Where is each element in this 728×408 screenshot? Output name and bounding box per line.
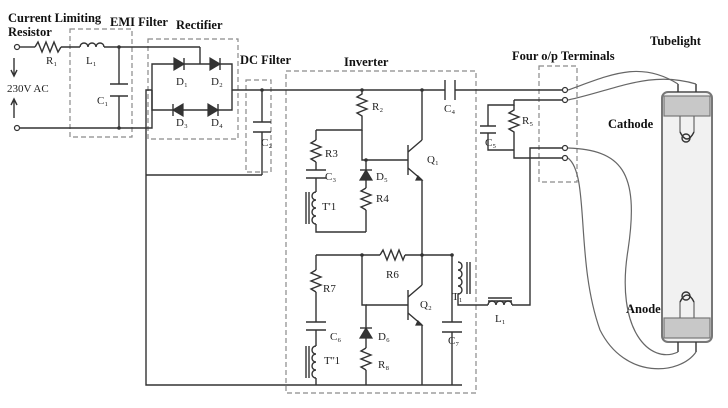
label-l1: L₁ [495,313,506,325]
label-emi-filter: EMI Filter [110,15,168,29]
capacitor-c7-icon [442,321,462,333]
label-r2: R₂ [372,101,383,113]
capacitor-c6-icon [306,321,326,331]
diode-d4-icon [207,102,220,118]
ac-terminal-bottom [13,124,21,132]
label-c5: C₅ [485,137,496,149]
rectifier-box [147,38,239,140]
diode-d3-icon [171,102,184,118]
anode-filament-icon [679,294,695,303]
lead-terminal-2 [567,78,697,101]
label-r3: R3 [325,148,338,160]
label-r6: R6 [386,269,399,281]
diode-d2-icon [209,56,222,72]
diode-d1-icon [173,56,186,72]
anode-cap [663,317,711,339]
label-r1: R₁ [46,55,57,67]
capacitor-c5-icon [480,125,496,134]
label-anode: Anode [626,302,661,316]
label-r7: R7 [323,283,336,295]
label-r5: R₅ [522,115,533,127]
label-current-limiting: Current Limiting [8,11,102,25]
transformer-t1p-icon [311,191,317,225]
label-rectifier: Rectifier [176,18,223,32]
output-terminal-3 [561,144,569,152]
label-d5: D₅ [376,171,388,183]
capacitor-c1-icon [110,83,128,97]
label-d2: D₂ [211,76,223,88]
label-c2: C₂ [261,137,272,149]
label-r4: R4 [376,193,389,205]
arrow-down-icon [10,97,18,118]
source-label: 230V AC [7,83,49,95]
label-inverter: Inverter [344,55,389,69]
resistor-r3-icon [309,139,323,163]
label-c7: C₇ [448,335,459,347]
label-d3: D₃ [176,117,188,129]
label-d6: D₆ [378,331,390,343]
inductor-l1-emi-icon [79,42,105,48]
capacitor-c3-icon [306,169,326,179]
label-c3: C₃ [325,171,336,183]
dc-filter-box [245,79,272,173]
resistor-r4-icon [359,187,373,211]
transformer-t1-icon [457,261,463,295]
lead-terminal-3 [567,147,679,356]
resistor-r8-icon [359,347,373,371]
resistor-r7-icon [309,269,323,293]
label-dc-filter: DC Filter [240,53,291,67]
transformer-t1pp-icon [311,345,317,379]
label-c1: C₁ [97,95,108,107]
label-four-op-terminals: Four o/p Terminals [512,49,615,63]
resistor-r6-icon [379,248,406,262]
resistor-r5-icon [507,105,521,150]
label-t1pp: T''1 [324,355,340,367]
label-d4: D₄ [211,117,223,129]
label-d1: D₁ [176,76,188,88]
output-terminal-4 [561,154,569,162]
label-tubelight: Tubelight [650,34,702,48]
label-resistor: Resistor [8,25,52,39]
capacitor-c4-icon [444,80,456,100]
tubelight [661,91,713,343]
capacitor-c2-icon [253,121,271,133]
diode-d6-icon [358,326,374,339]
emi-filter-box [69,28,133,138]
resistor-r1-icon [34,40,62,54]
cathode-cap [663,95,711,117]
label-t1p: T'1 [322,201,336,213]
output-terminal-2 [561,96,569,104]
label-q1: Q₁ [427,154,439,166]
ac-terminal-top [13,43,21,51]
lead-terminal-4 [567,157,697,370]
lead-terminal-1 [567,70,679,91]
label-c4: C₄ [444,103,455,115]
diode-d5-icon [358,168,374,181]
label-r8: R₈ [378,359,389,371]
output-terminals-box [538,65,578,183]
resistor-r2-icon [355,90,369,122]
label-l1-emi: L₁ [86,55,97,67]
label-q2: Q₂ [420,299,432,311]
cathode-filament-icon [679,131,695,140]
label-c6: C₆ [330,331,341,343]
output-terminal-1 [561,86,569,94]
arrow-up-icon [10,58,18,78]
label-cathode: Cathode [608,117,654,131]
